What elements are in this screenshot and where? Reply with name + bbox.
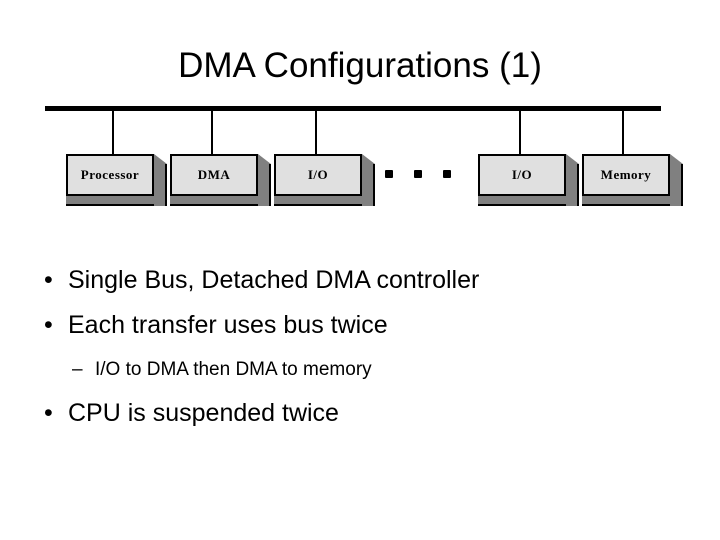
node-box-dma: DMA — [170, 154, 271, 206]
box-side-face — [566, 164, 579, 206]
box-bottom-face — [274, 196, 362, 206]
sub-list-item: – I/O to DMA then DMA to memory — [0, 348, 720, 391]
bus-connector-dma — [211, 111, 213, 156]
bullet-marker-icon: • — [44, 311, 53, 339]
box-front-face: I/O — [276, 156, 360, 194]
box-side-face — [154, 164, 167, 206]
node-label: DMA — [197, 167, 231, 182]
box-side-top-bevel — [670, 154, 683, 164]
ellipsis-dot — [443, 170, 451, 178]
box-bottom-face — [582, 196, 670, 206]
list-item: • Each transfer uses bus twice — [0, 303, 720, 348]
ellipsis-dots-icon — [385, 170, 465, 184]
node-label: I/O — [307, 167, 329, 182]
ellipsis-dot — [385, 170, 393, 178]
list-item-label: Each transfer uses bus twice — [68, 311, 388, 339]
single-bus-detached-dma-diagram: Processor DMA I/O — [0, 0, 720, 230]
node-label: Processor — [80, 167, 140, 182]
box-side-top-bevel — [258, 154, 271, 164]
box-side-face — [258, 164, 271, 206]
bus-connector-processor — [112, 111, 114, 156]
box-bottom-face — [478, 196, 566, 206]
node-box-processor: Processor — [66, 154, 167, 206]
box-front-face: Memory — [584, 156, 668, 194]
ellipsis-dot — [414, 170, 422, 178]
box-front-face: Processor — [68, 156, 152, 194]
box-side-top-bevel — [362, 154, 375, 164]
bullet-list: • Single Bus, Detached DMA controller • … — [0, 258, 720, 436]
node-box-memory: Memory — [582, 154, 683, 206]
dash-marker-icon: – — [72, 359, 83, 380]
bullet-marker-icon: • — [44, 266, 53, 294]
sub-list-item-label: I/O to DMA then DMA to memory — [95, 359, 372, 380]
list-item: • Single Bus, Detached DMA controller — [0, 258, 720, 303]
node-label: I/O — [511, 167, 533, 182]
box-side-top-bevel — [154, 154, 167, 164]
bus-connector-memory — [622, 111, 624, 156]
box-side-face — [362, 164, 375, 206]
list-item-label: Single Bus, Detached DMA controller — [68, 266, 480, 294]
list-item: • CPU is suspended twice — [0, 391, 720, 436]
bus-connector-io-2 — [519, 111, 521, 156]
node-box-io-1: I/O — [274, 154, 375, 206]
bus-connector-io-1 — [315, 111, 317, 156]
box-bottom-face — [66, 196, 154, 206]
page-title: DMA Configurations (1) — [178, 46, 542, 85]
system-bus-line — [45, 106, 661, 111]
box-front-face: DMA — [172, 156, 256, 194]
node-label: Memory — [600, 167, 652, 182]
bullet-marker-icon: • — [44, 399, 53, 427]
box-front-face: I/O — [480, 156, 564, 194]
box-side-face — [670, 164, 683, 206]
box-side-top-bevel — [566, 154, 579, 164]
list-item-label: CPU is suspended twice — [68, 399, 339, 427]
box-bottom-face — [170, 196, 258, 206]
node-box-io-2: I/O — [478, 154, 579, 206]
